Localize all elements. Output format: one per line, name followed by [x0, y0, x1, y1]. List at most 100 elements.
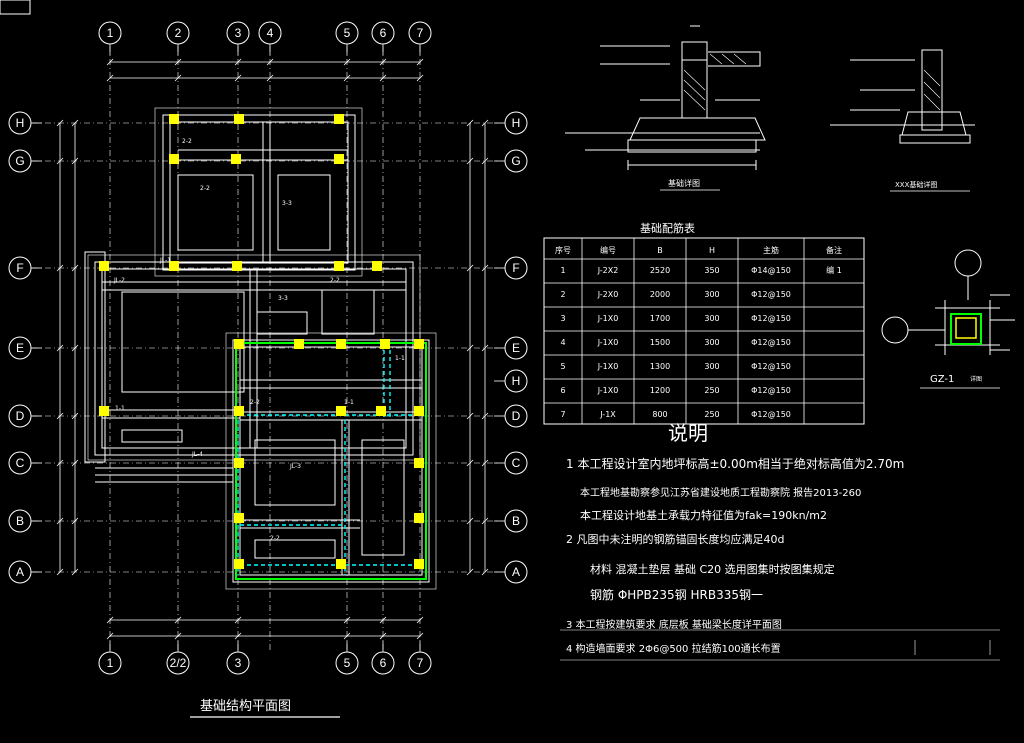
column-marker: [414, 339, 424, 349]
grid-bubble: 5: [335, 21, 359, 55]
detail-2-hatch: [923, 69, 941, 111]
grid-bubble-label: E: [512, 341, 520, 355]
grid-bubble: 2: [166, 21, 190, 55]
grid-bubble: H: [8, 111, 42, 135]
grid-bubble-label: 6: [380, 656, 387, 670]
table-cell: 300: [704, 338, 719, 347]
table-cell: 300: [704, 362, 719, 371]
column-marker: [414, 458, 424, 468]
table-cell: 编 1: [826, 265, 842, 275]
grid-bubble-label: B: [512, 514, 520, 528]
grid-bubble-label: 1: [107, 656, 114, 670]
plan-label: 1-1: [115, 405, 125, 412]
table-cell: 4: [560, 338, 565, 347]
table-cell: 5: [560, 362, 565, 371]
plan-label: JL-3: [289, 463, 301, 470]
table-header: H: [709, 246, 715, 255]
grid-bubble: 7: [408, 641, 432, 675]
table-header: 主筋: [763, 245, 779, 255]
column-marker: [169, 261, 179, 271]
table-header: B: [657, 246, 663, 255]
table-cell: 1700: [650, 314, 670, 323]
column-marker: [234, 339, 244, 349]
grid-bubble-label: 2: [175, 26, 182, 40]
grid-bubble-label: E: [16, 341, 24, 355]
table-cell: J-1X: [599, 410, 616, 419]
grid-bubble-label: 5: [344, 656, 351, 670]
grid-bubble-label: F: [16, 261, 23, 275]
table-cell: J-2X0: [597, 290, 619, 299]
column-marker: [294, 339, 304, 349]
structural-columns: [99, 114, 424, 569]
plan-label: JL-4: [191, 451, 203, 458]
grid-bubble-label: 7: [417, 656, 424, 670]
column-marker: [336, 559, 346, 569]
table-cell: Φ12@150: [751, 314, 791, 323]
grid-bubble: H: [494, 369, 528, 393]
column-marker: [376, 406, 386, 416]
table-cell: 250: [704, 410, 719, 419]
column-marker: [234, 458, 244, 468]
table-cell: 1500: [650, 338, 670, 347]
table-cell: 1200: [650, 386, 670, 395]
grid-bubble: 6: [371, 21, 395, 55]
grid-bubble-label: B: [16, 514, 24, 528]
column-detail-inner: [955, 317, 977, 339]
table-cell: 7: [560, 410, 565, 419]
grid-bubble-label: G: [15, 154, 24, 168]
table-header: 序号: [555, 245, 571, 255]
column-marker: [414, 406, 424, 416]
table-cell: 300: [704, 290, 719, 299]
foundation-walls: [84, 107, 437, 590]
plan-label: 1-1: [344, 399, 354, 406]
table-header: 编号: [600, 245, 616, 255]
plan-label: 2-2: [250, 399, 260, 406]
column-marker: [336, 406, 346, 416]
table-cell: 350: [704, 266, 719, 275]
grid-bubble-label: 7: [417, 26, 424, 40]
grid-bubble: 2/2: [166, 641, 190, 675]
notes-title: 说明: [668, 421, 708, 445]
note-line: 钢筋 ΦHPB235钢 HRB335钢一: [590, 587, 763, 602]
table-title: 基础配筋表: [640, 221, 695, 235]
note-line: 材料 混凝土垫层 基础 C20 选用图集时按图集规定: [590, 562, 835, 576]
column-marker: [336, 339, 346, 349]
column-marker: [372, 261, 382, 271]
grid-bubble-label: H: [512, 116, 521, 130]
note-line: 1 本工程设计室内地坪标高±0.00m相当于绝对标高值为2.70m: [566, 456, 904, 471]
table-cell: 800: [652, 410, 667, 419]
table-cell: Φ14@150: [751, 266, 791, 275]
table-cell: 3: [560, 314, 565, 323]
table-cell: 6: [560, 386, 565, 395]
grid-bubble: A: [8, 560, 42, 584]
column-marker: [380, 339, 390, 349]
grid-bubble: B: [494, 509, 528, 533]
note-line: 本工程地基勘察参见江苏省建设地质工程勘察院 报告2013-260: [580, 486, 861, 499]
grid-bubble: A: [494, 560, 528, 584]
note-line: 4 构造墙面要求 2Φ6@500 拉结筋100通长布置: [566, 642, 781, 655]
table-cell: 2: [560, 290, 565, 299]
grid-bubble-label: 1: [107, 26, 114, 40]
plan-label: 2-2: [330, 277, 340, 284]
table-cell: 2520: [650, 266, 670, 275]
table-cell: J-1X0: [597, 338, 619, 347]
table-cell: 1300: [650, 362, 670, 371]
column-marker: [169, 114, 179, 124]
column-marker: [414, 513, 424, 523]
table-cell: Φ12@150: [751, 290, 791, 299]
column-marker: [169, 154, 179, 164]
grid-bubble: 1: [98, 21, 122, 55]
plan-label: JL-1: [159, 257, 171, 264]
grid-bubble-label: H: [16, 116, 25, 130]
notes-rules: [560, 629, 1000, 661]
grid-bubble-label: C: [16, 456, 25, 470]
table-cell: 1: [560, 266, 565, 275]
grid-bubble: H: [494, 111, 528, 135]
detail-2: [830, 49, 975, 144]
plan-label: 3-3: [282, 200, 292, 207]
column-marker: [234, 559, 244, 569]
detail-1-hatch: [683, 53, 747, 111]
grid-bubble-label: A: [16, 565, 24, 579]
